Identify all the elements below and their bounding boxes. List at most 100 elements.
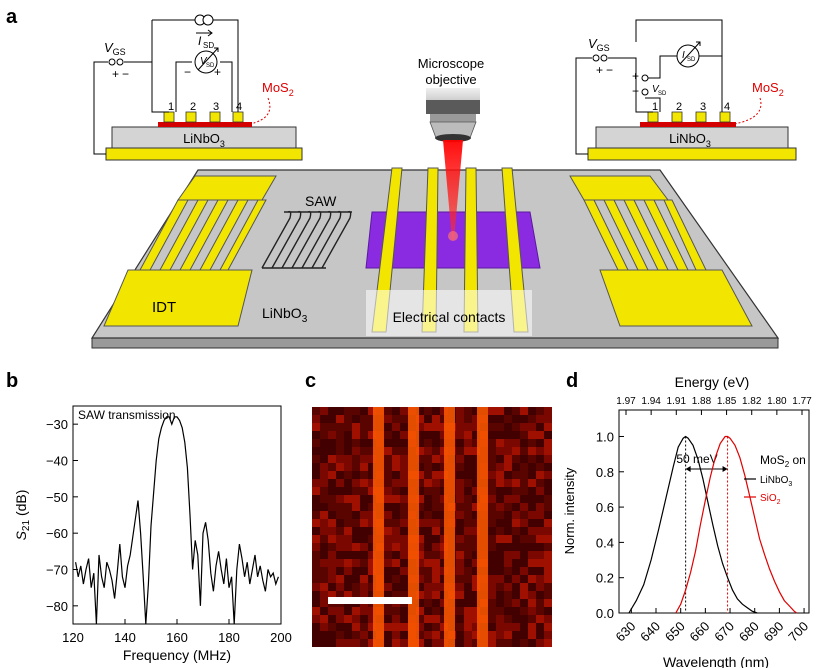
svg-text:MoS2: MoS2 — [262, 80, 294, 98]
left-idt — [103, 175, 277, 327]
svg-text:2: 2 — [190, 101, 196, 113]
panel-a-letter: a — [6, 6, 18, 28]
y-tick-label: −40 — [46, 454, 68, 469]
contacts-label-box — [366, 290, 532, 336]
saw-label: SAW — [305, 193, 337, 209]
y-tick-label: 0.4 — [596, 535, 614, 550]
top-tick-label: 1.94 — [641, 396, 661, 407]
y-tick-label: −70 — [46, 563, 68, 578]
svg-text:+: + — [112, 67, 119, 81]
right-circuit: 1 2 3 4 LiNbO3 VGS + − I SD + − V SD MoS… — [575, 19, 797, 161]
x-tick-label: 680 — [736, 619, 762, 645]
microscope-label-line2: objective — [425, 72, 476, 87]
top-tick-label: 1.97 — [616, 396, 636, 407]
y-tick-label: 0.8 — [596, 465, 614, 480]
svg-text:V: V — [652, 84, 660, 95]
linbo3-curve — [628, 435, 758, 614]
legend-sio2: SiO2 — [760, 493, 781, 506]
legend-linbo3: LiNbO3 — [760, 475, 792, 488]
laser-beam — [443, 140, 463, 240]
svg-text:3: 3 — [700, 101, 706, 113]
contact-stripe-1 — [373, 407, 384, 647]
panel-c-pl-map — [312, 407, 552, 647]
y-axis-label: Norm. intensity — [562, 467, 577, 554]
svg-text:VGS: VGS — [104, 40, 126, 57]
svg-text:MoS2: MoS2 — [752, 80, 784, 98]
svg-text:SD: SD — [206, 63, 215, 69]
panel-d-letter: d — [566, 370, 579, 392]
svg-text:2: 2 — [676, 101, 682, 113]
y-tick-label: −80 — [46, 599, 68, 614]
svg-text:−: − — [632, 84, 639, 98]
panel-a-schematic: Microscope objective SAW IDT LiNbO3 Elec… — [90, 14, 797, 349]
contact-stripe-4 — [477, 407, 488, 647]
inset-label: SAW transmission — [78, 408, 176, 422]
svg-text:V: V — [200, 56, 208, 67]
legend: MoS2 on LiNbO3 SiO2 — [744, 453, 806, 506]
y-tick-label: −30 — [46, 417, 68, 432]
y-tick-label: 0.0 — [596, 606, 614, 621]
x-axis-label: Wavelength (nm) — [663, 654, 769, 668]
svg-text:+: + — [632, 69, 639, 83]
svg-text:SD: SD — [658, 91, 667, 97]
shift-arrow — [685, 466, 728, 472]
top-tick-label: 1.88 — [692, 396, 712, 407]
svg-text:−: − — [122, 67, 129, 81]
svg-text:+: + — [214, 65, 221, 79]
y-tick-label: 1.0 — [596, 429, 614, 444]
x-tick-label: 690 — [761, 619, 787, 645]
top-tick-label: 1.77 — [792, 396, 812, 407]
contacts-label: Electrical contacts — [393, 309, 506, 325]
x-tick-label: 180 — [218, 630, 240, 645]
svg-text:SD: SD — [203, 41, 214, 50]
svg-text:−: − — [606, 63, 613, 77]
x-tick-label: 660 — [687, 619, 713, 645]
x-tick-label: 640 — [637, 619, 663, 645]
svg-text:3: 3 — [213, 101, 219, 113]
top-tick-label: 1.82 — [742, 396, 762, 407]
svg-text:4: 4 — [724, 101, 730, 113]
svg-text:I: I — [198, 34, 202, 48]
x-tick-label: 630 — [613, 619, 639, 645]
chip-label: LiNbO3 — [262, 305, 308, 325]
top-tick-label: 1.91 — [667, 396, 687, 407]
sio2-curve — [675, 435, 798, 614]
x-tick-label: 140 — [114, 630, 136, 645]
x-tick-label: 670 — [711, 619, 737, 645]
microscope-label-line1: Microscope — [418, 56, 484, 71]
x-tick-label: 700 — [785, 619, 811, 645]
svg-text:−: − — [184, 65, 191, 79]
top-tick-label: 1.80 — [767, 396, 787, 407]
y-tick-label: −50 — [46, 490, 68, 505]
shift-annotation: 50 meV — [676, 452, 717, 466]
svg-text:+: + — [596, 63, 603, 77]
contact-stripe-2 — [408, 407, 419, 647]
y-tick-label: 0.2 — [596, 571, 614, 586]
top-axis-label: Energy (eV) — [675, 374, 750, 390]
x-tick-label: 650 — [662, 619, 688, 645]
y-tick-label: 0.6 — [596, 500, 614, 515]
scale-bar — [328, 597, 412, 604]
svg-text:SD: SD — [687, 57, 696, 63]
y-axis-label: S21 (dB) — [13, 490, 32, 541]
plot-frame — [618, 409, 810, 614]
svg-text:LiNbO3: LiNbO3 — [669, 131, 711, 149]
panel-c-letter: c — [305, 370, 317, 392]
x-axis-label: Frequency (MHz) — [123, 647, 231, 663]
panel-b-chart: −30 −40 −50 −60 −70 −80 120 140 160 180 200 SAW t… — [13, 405, 292, 663]
y-tick-label: −60 — [46, 526, 68, 541]
svg-text:I: I — [682, 50, 685, 61]
svg-text:1: 1 — [652, 101, 658, 113]
top-tick-label: 1.85 — [717, 396, 737, 407]
plot-frame — [72, 405, 282, 625]
svg-text:LiNbO3: LiNbO3 — [183, 131, 225, 149]
saw-waves — [261, 210, 352, 269]
contact-stripe-3 — [444, 407, 455, 647]
svg-text:MoS2 on: MoS2 on — [760, 453, 806, 469]
x-tick-label: 160 — [166, 630, 188, 645]
x-tick-label: 200 — [270, 630, 292, 645]
x-tick-label: 120 — [62, 630, 84, 645]
svg-text:4: 4 — [236, 101, 242, 113]
svg-text:VGS: VGS — [588, 36, 610, 53]
idt-label: IDT — [152, 299, 176, 316]
